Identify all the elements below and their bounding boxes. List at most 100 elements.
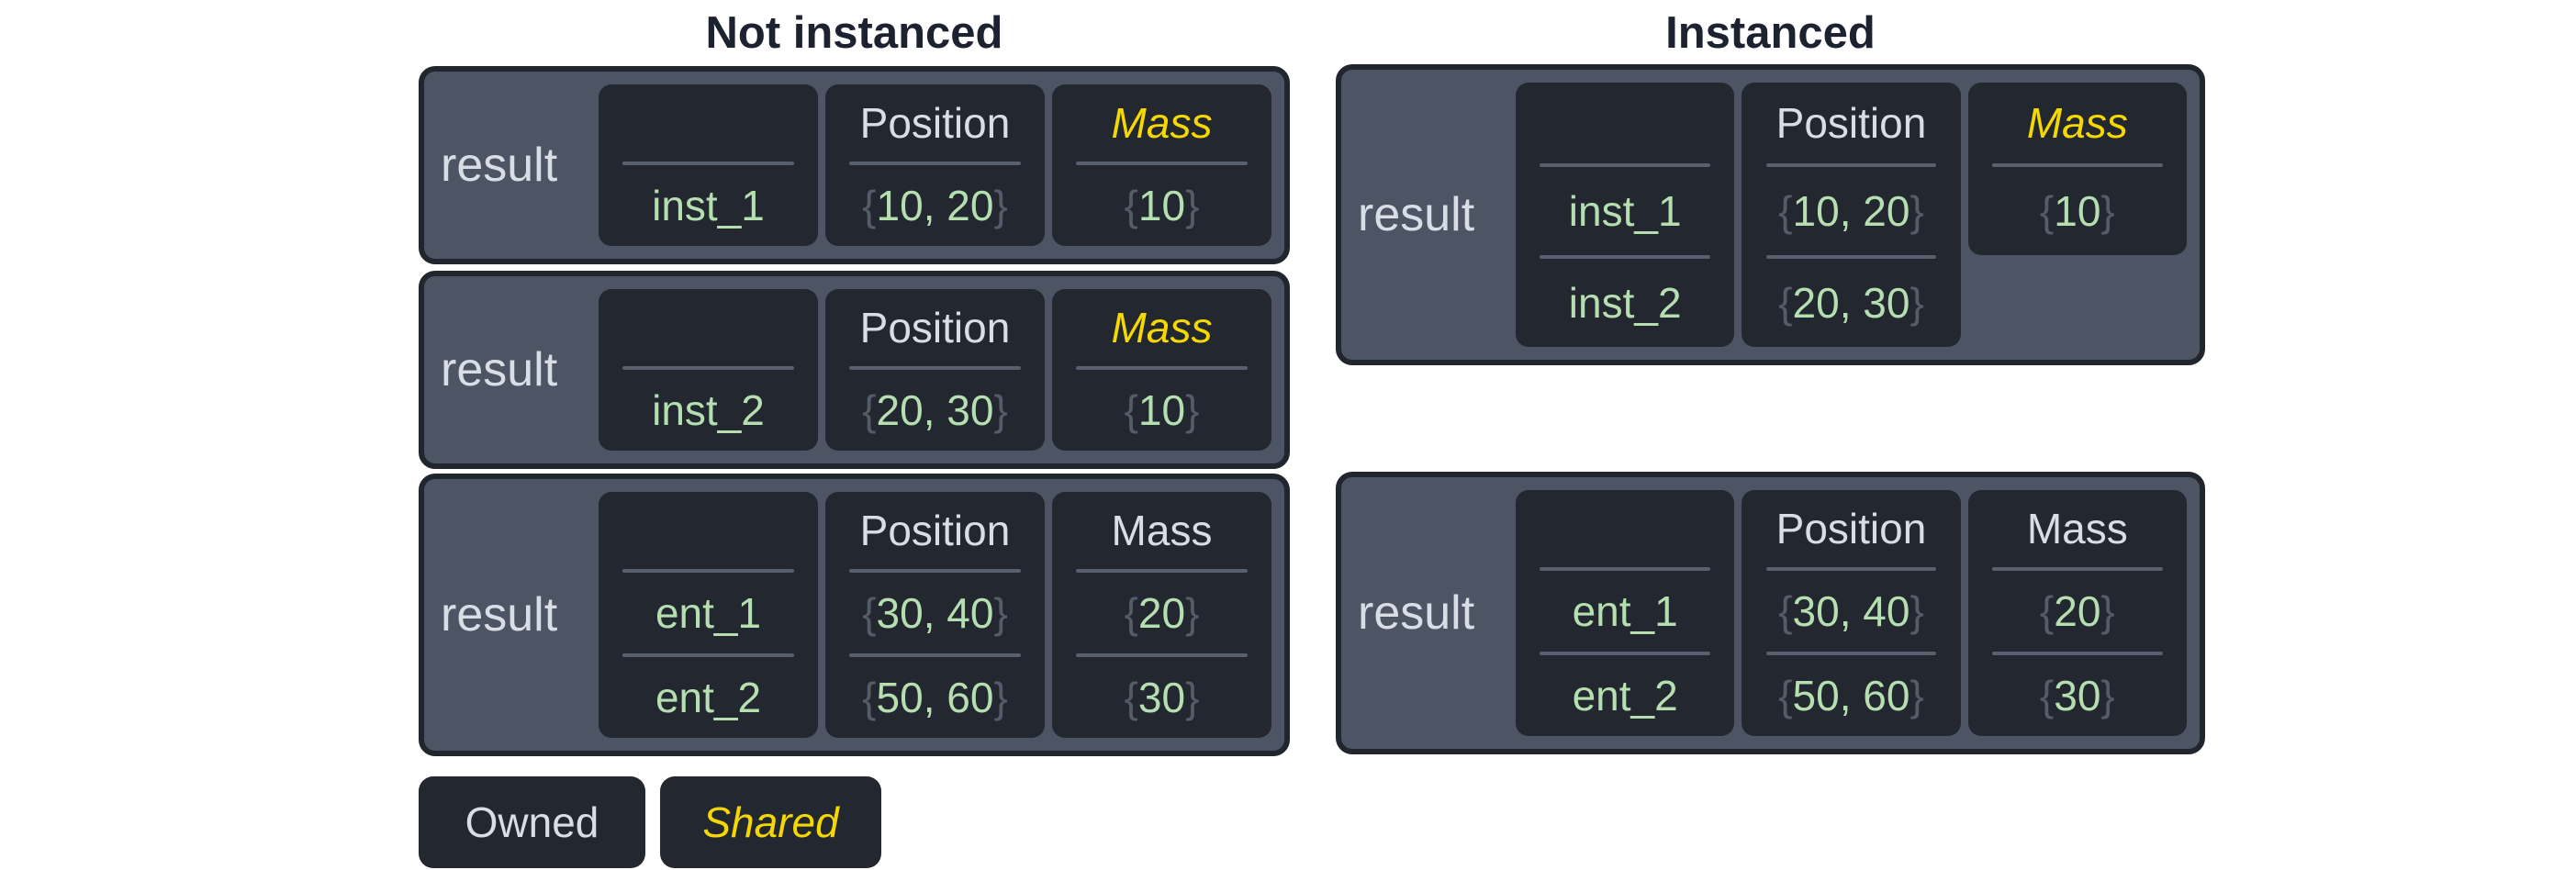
component-value-cell: {10} — [1052, 165, 1271, 246]
open-brace: { — [1124, 674, 1138, 721]
row-divider — [1991, 567, 2163, 571]
close-brace: } — [993, 674, 1008, 721]
component-value: 50, 60 — [876, 674, 994, 721]
entity-name-cell: inst_1 — [1516, 167, 1734, 255]
result-label: result — [441, 139, 558, 192]
row-divider — [1076, 653, 1248, 657]
legend-shared-label: Shared — [702, 798, 839, 846]
close-brace: } — [1910, 587, 1924, 635]
entity-name: inst_2 — [1568, 279, 1682, 327]
open-brace: { — [862, 674, 877, 721]
row-divider — [1991, 163, 2163, 167]
close-brace: } — [993, 589, 1008, 637]
open-brace: { — [862, 589, 877, 637]
component-value: 20, 30 — [876, 386, 994, 434]
open-brace: { — [1124, 182, 1138, 229]
close-brace: } — [1185, 589, 1200, 637]
close-brace: } — [993, 386, 1008, 434]
column-header-position: Position — [1775, 99, 1927, 147]
result-label: result — [441, 343, 558, 396]
component-value-cell: {50, 60} — [1742, 655, 1960, 736]
component-value-cell: {20, 30} — [1742, 259, 1960, 347]
open-brace: { — [2039, 672, 2055, 719]
component-value-cell: {10} — [1052, 370, 1271, 451]
row-divider — [622, 162, 794, 165]
column-entity: inst_2 — [599, 289, 818, 451]
column-header-position: Position — [859, 99, 1011, 147]
component-value-cell: {10} — [1968, 167, 2187, 255]
row-divider — [1765, 163, 1937, 167]
legend-shared: Shared — [660, 776, 881, 868]
open-brace: { — [2039, 187, 2055, 235]
close-brace: } — [1910, 279, 1924, 327]
column-header-position: Position — [859, 304, 1011, 351]
row-divider — [1540, 163, 1711, 167]
open-brace: { — [862, 386, 877, 434]
column-position: Position {30, 40}{50, 60} — [1742, 490, 1961, 736]
not-instanced-table-inst-1: result inst_1 Position {10, 20} Mass {10} — [419, 66, 1290, 264]
legend-owned: Owned — [419, 776, 645, 868]
column-header-mass: Mass — [1111, 507, 1213, 554]
column-mass: Mass{10} — [1052, 289, 1271, 451]
row-divider — [849, 653, 1021, 657]
entity-name: inst_2 — [652, 386, 765, 434]
component-value: 10 — [2054, 187, 2101, 235]
entity-name: inst_1 — [1568, 187, 1682, 235]
row-divider — [1765, 652, 1937, 655]
column-position: Position {10, 20} — [825, 84, 1045, 246]
column-header-mass: Mass — [1111, 99, 1213, 147]
row-divider — [622, 569, 794, 573]
entity-name-cell: ent_1 — [599, 573, 818, 653]
result-label: result — [441, 588, 558, 641]
entity-name: ent_2 — [1572, 672, 1678, 719]
open-brace: { — [1124, 589, 1138, 637]
close-brace: } — [1185, 182, 1200, 229]
open-brace: { — [1778, 672, 1793, 719]
column-header-position: Position — [1775, 505, 1927, 552]
column-entity: ent_1 ent_2 — [1516, 490, 1735, 736]
row-divider — [1540, 255, 1711, 259]
entity-name: ent_1 — [1572, 587, 1678, 635]
open-brace: { — [1124, 386, 1138, 434]
component-value-cell: {30, 40} — [1742, 571, 1960, 652]
row-divider — [622, 366, 794, 370]
result-label: result — [1358, 188, 1475, 241]
column-header-mass: Mass — [2026, 99, 2128, 147]
entity-name: inst_1 — [652, 182, 765, 229]
component-value-cell: {20, 30} — [825, 370, 1045, 451]
component-value-cell: {10, 20} — [825, 165, 1045, 246]
column-mass: Mass{20}{30} — [1967, 490, 2187, 736]
row-divider — [1765, 567, 1937, 571]
row-divider — [622, 653, 794, 657]
component-value-cell: {20} — [1052, 573, 1271, 653]
component-value-cell: {30, 40} — [825, 573, 1045, 653]
entity-name-cell: ent_1 — [1516, 571, 1734, 652]
component-value: 20 — [2054, 587, 2101, 635]
open-brace: { — [1778, 587, 1793, 635]
close-brace: } — [1185, 674, 1200, 721]
column-mass: Mass {10} — [1052, 84, 1271, 246]
column-entity: inst_1 — [599, 84, 818, 246]
close-brace: } — [2100, 672, 2115, 719]
component-value: 30, 40 — [876, 589, 994, 637]
entity-name-cell: ent_2 — [599, 657, 818, 738]
component-value: 10, 20 — [1792, 187, 1910, 235]
component-value-cell: {20} — [1968, 571, 2187, 652]
close-brace: } — [2100, 587, 2115, 635]
column-mass: Mass {10} — [1967, 83, 2187, 255]
column-position: Position{30, 40}{50, 60} — [825, 492, 1045, 738]
close-brace: } — [2100, 187, 2115, 235]
open-brace: { — [1778, 279, 1793, 327]
column-header-entity — [1516, 490, 1734, 567]
row-divider — [1991, 652, 2163, 655]
column-mass: Mass{20}{30} — [1052, 492, 1271, 738]
right-column-title: Instanced — [1665, 8, 1876, 58]
component-value: 10, 20 — [876, 182, 994, 229]
